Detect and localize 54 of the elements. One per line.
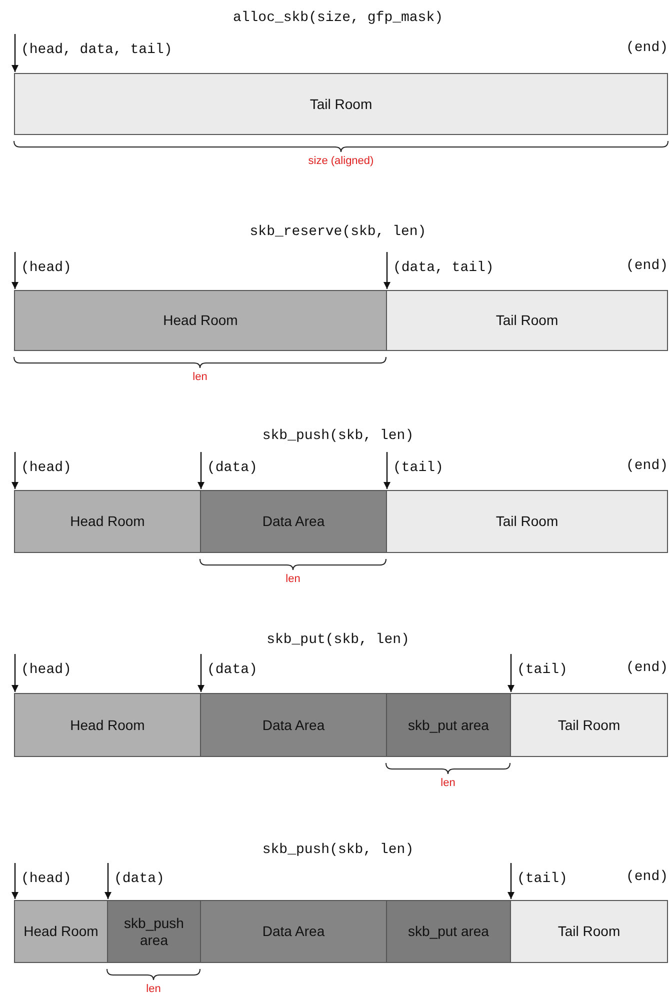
memory-segment: Data Area: [200, 900, 387, 963]
function-call-title: skb_reserve(skb, len): [248, 224, 428, 240]
function-call-title: skb_push(skb, len): [261, 428, 415, 444]
brace-label: len: [145, 983, 162, 996]
arrow: [12, 34, 18, 72]
memory-segment: Tail Room: [14, 73, 668, 135]
pointer-label: (end): [626, 869, 668, 885]
function-call-title: skb_put(skb, len): [266, 632, 410, 648]
pointer-label: (tail): [517, 871, 568, 887]
pointer-label: (data): [207, 460, 258, 476]
arrow: [104, 863, 112, 899]
memory-segment: skb_push area: [107, 900, 201, 963]
arrow: [12, 654, 18, 692]
pointer-label: (head, data, tail): [21, 42, 172, 58]
memory-segment: Head Room: [14, 490, 201, 553]
pointer-label: (head): [21, 460, 72, 476]
memory-segment: skb_put area: [386, 900, 511, 963]
arrow: [508, 863, 514, 899]
pointer-label: (end): [626, 40, 668, 56]
arrow: [198, 654, 204, 692]
memory-segment: Tail Room: [510, 900, 668, 963]
memory-segment: Data Area: [200, 693, 387, 757]
pointer-label: (data): [114, 871, 164, 887]
arrow: [198, 452, 204, 489]
arrow: [384, 252, 390, 289]
memory-segment: Head Room: [14, 290, 387, 351]
arrow: [508, 654, 514, 692]
arrow: [12, 452, 18, 489]
pointer-label: (tail): [393, 460, 444, 476]
brace-label: len: [284, 573, 302, 586]
memory-segment: Tail Room: [510, 693, 668, 757]
brace-label: size (aligned): [307, 155, 375, 168]
pointer-label: (head): [21, 871, 72, 887]
pointer-label: (head): [21, 662, 72, 678]
memory-segment: skb_put area: [386, 693, 511, 757]
pointer-label: (end): [626, 458, 668, 474]
arrow: [12, 863, 18, 899]
brace-label: len: [192, 371, 208, 384]
pointer-label: (data, tail): [393, 260, 494, 276]
arrow: [384, 452, 390, 489]
memory-segment: Tail Room: [386, 490, 668, 553]
memory-segment: Head Room: [14, 693, 201, 757]
function-call-title: skb_push(skb, len): [261, 842, 415, 858]
pointer-label: (data): [207, 662, 258, 678]
arrow: [12, 252, 18, 289]
memory-segment: Tail Room: [386, 290, 668, 351]
brace-label: len: [440, 777, 456, 790]
pointer-label: (end): [626, 660, 668, 676]
pointer-label: (tail): [517, 662, 568, 678]
pointer-label: (head): [21, 260, 72, 276]
function-call-title: alloc_skb(size, gfp_mask): [232, 10, 444, 26]
pointer-label: (end): [626, 258, 668, 274]
memory-segment: Data Area: [200, 490, 387, 553]
memory-segment: Head Room: [14, 900, 108, 963]
